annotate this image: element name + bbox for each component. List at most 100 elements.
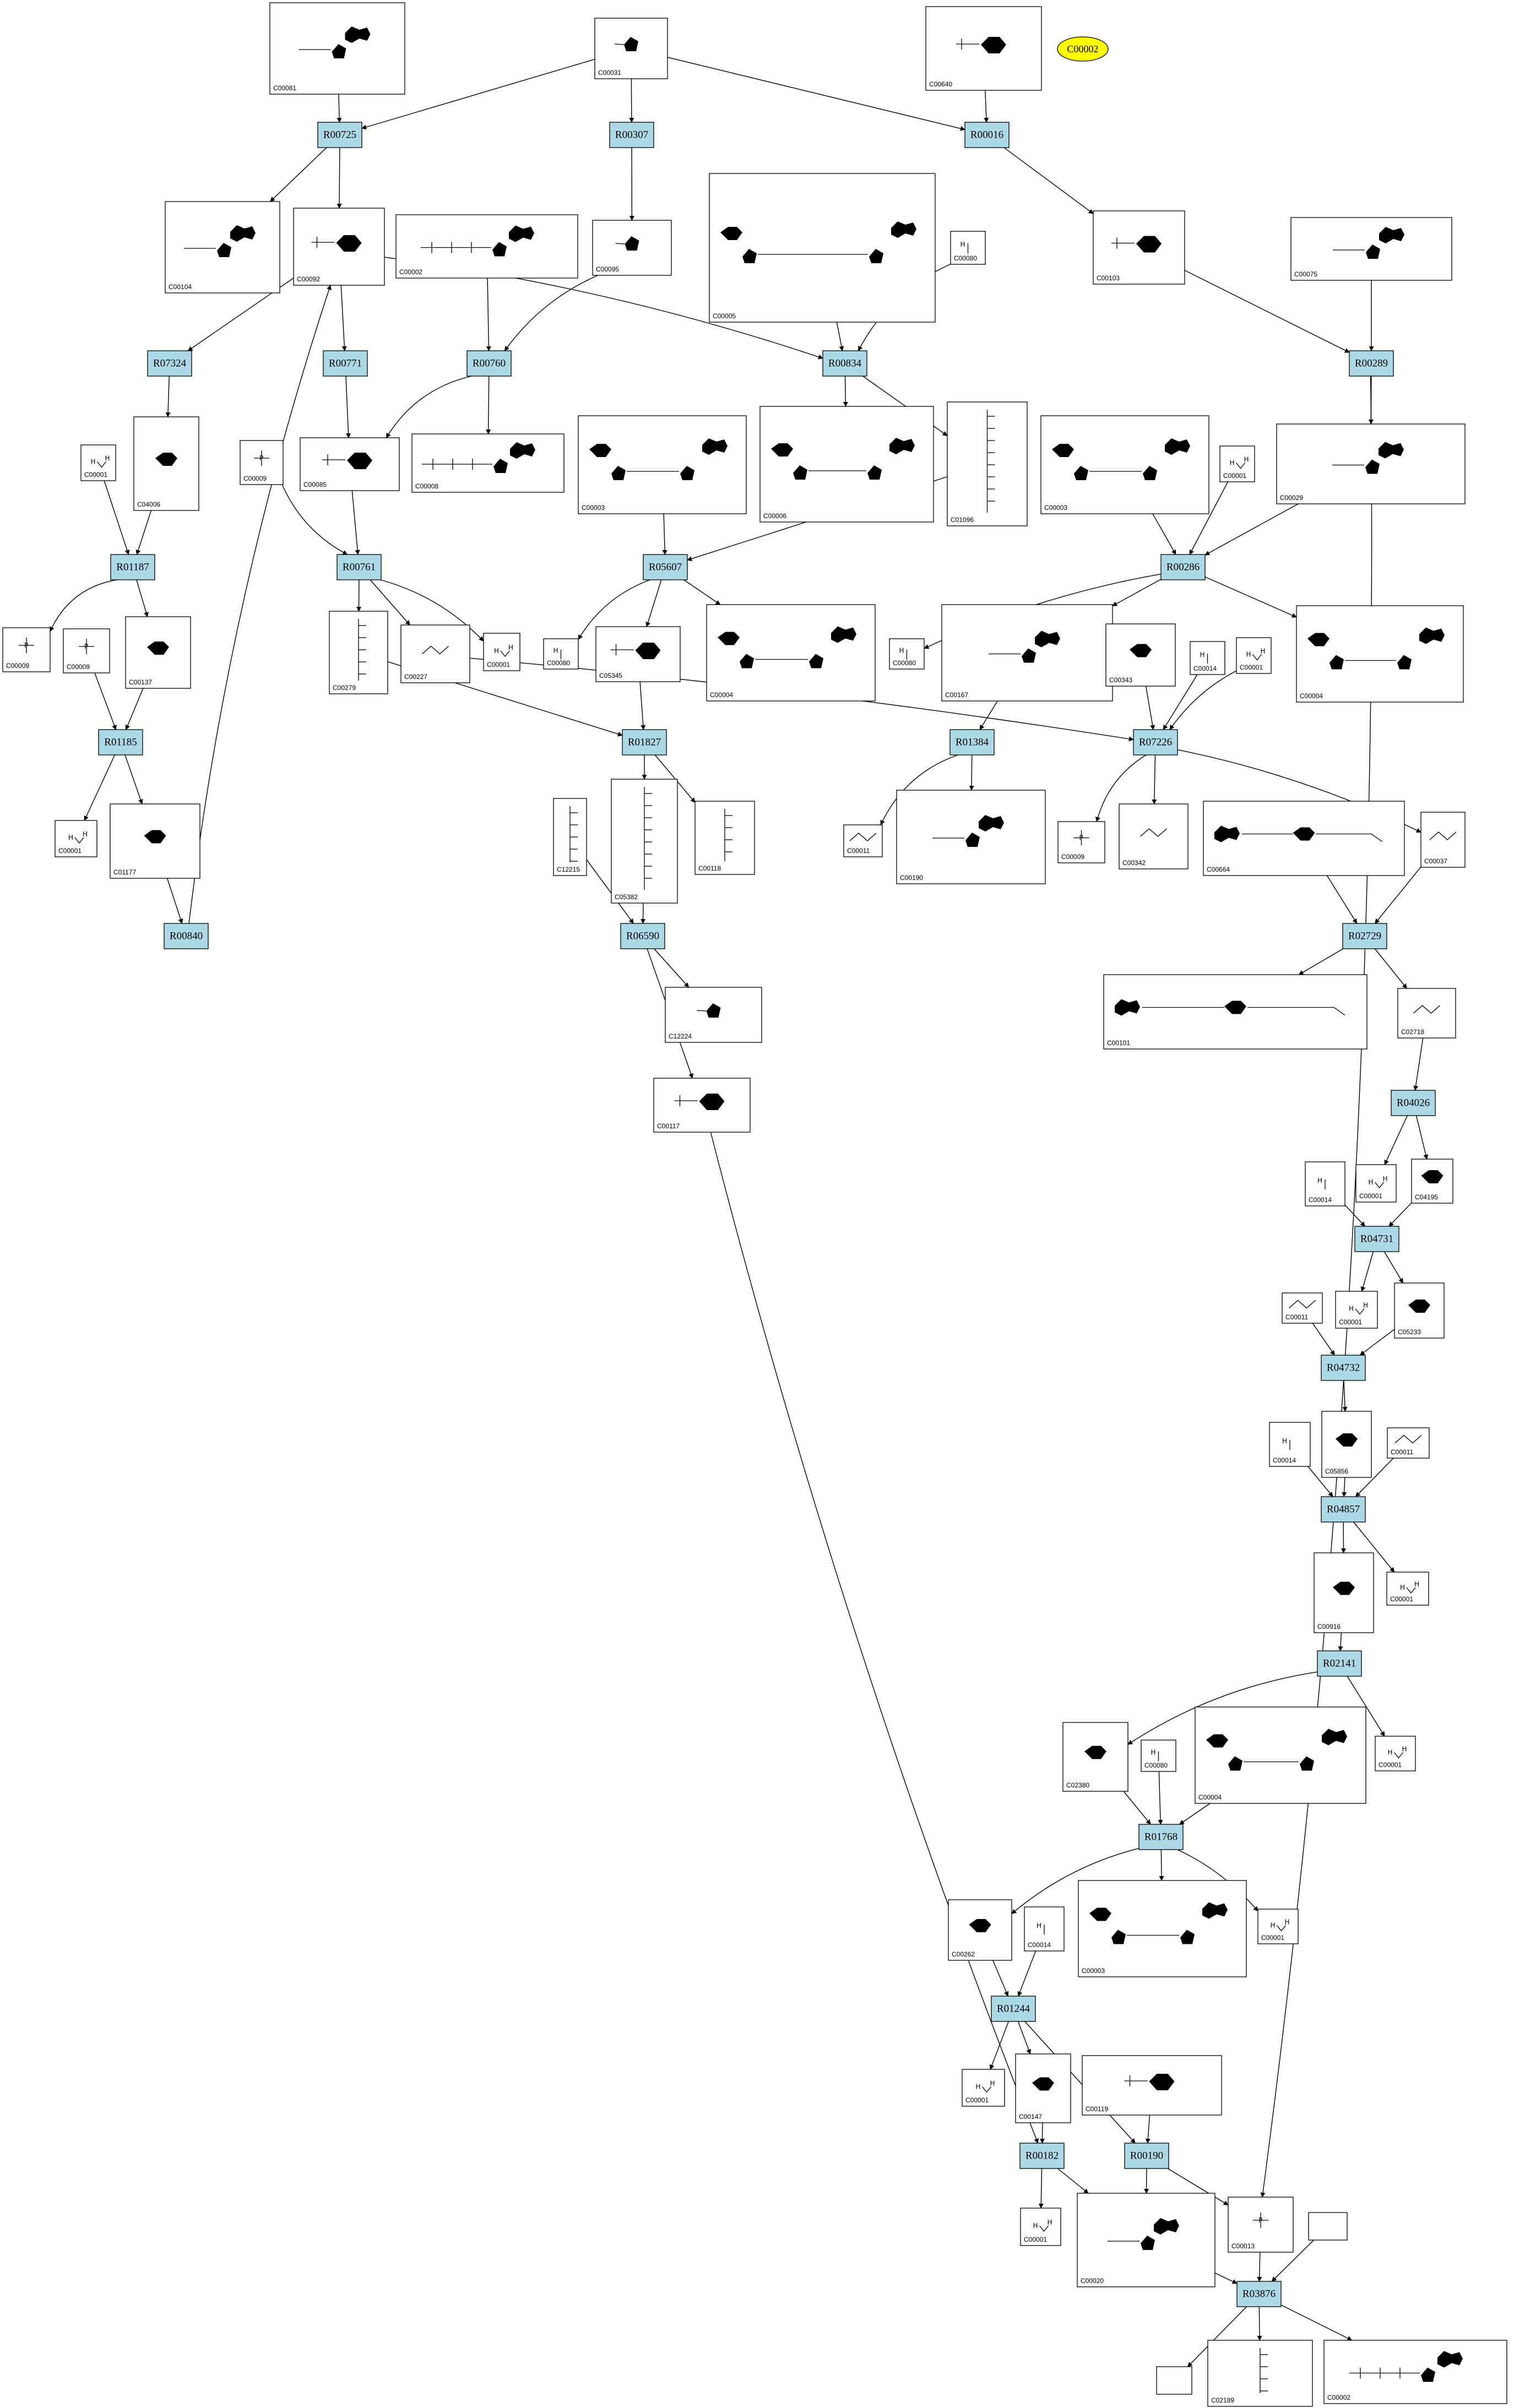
reaction-node[interactable]: R02141 [1317,1650,1362,1677]
reaction-node[interactable]: R00840 [164,923,209,949]
reaction-node[interactable]: R00725 [317,122,362,148]
reaction-node[interactable]: R00182 [1019,2143,1065,2169]
compound-node[interactable]: C00085 [300,437,400,491]
compound-node[interactable]: C00104 [165,201,280,293]
compound-node[interactable]: C00262 [948,1899,1012,1961]
compound-node[interactable]: C02380 [1062,1722,1128,1792]
compound-node[interactable]: C00006 [759,406,934,523]
compound-node[interactable]: C00003 [1040,415,1209,514]
compound-node[interactable]: C02718 [1397,988,1456,1039]
reaction-node[interactable]: R00016 [964,122,1010,148]
compound-node[interactable]: C00137 [125,616,191,689]
reaction-node[interactable]: R07226 [1133,729,1178,755]
compound-node[interactable]: C00343 [1105,623,1176,687]
compound-node[interactable]: C12215 [553,798,587,876]
compound-node[interactable]: C00004 [1296,605,1464,703]
reaction-node[interactable]: R01384 [949,729,995,755]
compound-node[interactable]: C00003 [1078,1880,1247,1977]
compound-node[interactable] [1156,2366,1192,2395]
reaction-node[interactable]: R06590 [620,923,665,949]
reaction-node[interactable]: R00760 [466,350,512,377]
reaction-node[interactable]: R04732 [1321,1355,1366,1381]
reaction-node[interactable]: R03876 [1236,2281,1282,2307]
compound-node[interactable]: C00190 [896,790,1046,884]
compound-node[interactable]: C00020 [1077,2193,1215,2287]
compound-node[interactable]: C00117 [653,1078,751,1133]
reaction-node[interactable]: R01185 [98,729,143,755]
compound-node[interactable]: C00167 [941,604,1113,702]
compound-node[interactable]: C04195 [1411,1159,1453,1204]
compound-node[interactable]: C01096 [947,401,1028,526]
reaction-node[interactable]: R02729 [1342,923,1387,949]
compound-node[interactable]: C00119 [1082,2055,1222,2116]
compound-node[interactable]: C00279 [329,611,388,694]
reaction-node[interactable]: R01187 [110,554,155,580]
reaction-node[interactable]: R04731 [1354,1226,1399,1252]
compound-node[interactable]: C00031 [594,18,668,79]
compound-node[interactable]: C00002 [1323,2340,1507,2404]
compound-node[interactable]: C00011 [843,824,883,857]
reaction-node[interactable]: R05607 [643,554,688,580]
compound-node[interactable]: C00004 [706,604,876,702]
reaction-node[interactable]: R04026 [1391,1090,1436,1116]
compound-node[interactable]: C01177 [110,803,200,879]
compound-node[interactable]: C00002 [395,214,578,279]
compound-node[interactable]: C12224 [665,987,762,1043]
compound-node[interactable]: C00081 [269,2,405,95]
compound-node[interactable]: C00101 [1103,974,1368,1050]
reaction-node[interactable]: R07324 [147,350,192,377]
compound-node[interactable]: C00029 [1276,423,1466,504]
compound-node[interactable]: C00011 [1387,1427,1430,1459]
reaction-node[interactable]: R00190 [1124,2143,1169,2169]
compound-node[interactable]: C00095 [592,220,672,276]
compound-node[interactable]: C05345 [595,626,681,682]
compound-node[interactable]: C00011 [1282,1292,1323,1324]
compound-node[interactable]: C05382 [611,779,678,904]
compound-node[interactable]: C00227 [400,624,470,683]
reaction-node[interactable]: R00289 [1349,350,1394,377]
compound-node[interactable] [1308,2212,1348,2241]
compound-node[interactable]: C00103 [1093,210,1185,285]
compound-node[interactable]: C00004 [1195,1706,1366,1804]
reaction-node[interactable]: R00834 [822,350,867,377]
reaction-node[interactable]: R00286 [1160,554,1206,580]
compound-node[interactable]: C00075 [1290,217,1452,281]
reaction-node[interactable]: R01827 [622,729,667,755]
compound-node[interactable]: C04006 [133,416,199,511]
reaction-node[interactable]: R04857 [1321,1496,1366,1523]
compound-node[interactable]: C00118 [694,801,755,875]
compound-node[interactable]: C00147 [1015,2053,1071,2123]
compound-node[interactable]: C00640 [925,6,1042,91]
orphan-compound-node[interactable]: C00002 [1057,36,1109,62]
compound-node[interactable]: C02189 [1207,2340,1313,2407]
reaction-node[interactable]: R00771 [323,350,368,377]
compound-node[interactable]: C00005 [709,173,936,323]
compound-node[interactable]: C00342 [1119,803,1189,869]
compound-node[interactable]: C05856 [1321,1411,1372,1478]
compound-node[interactable]: C00008 [411,433,565,493]
compound-node[interactable]: C00092 [293,208,385,286]
